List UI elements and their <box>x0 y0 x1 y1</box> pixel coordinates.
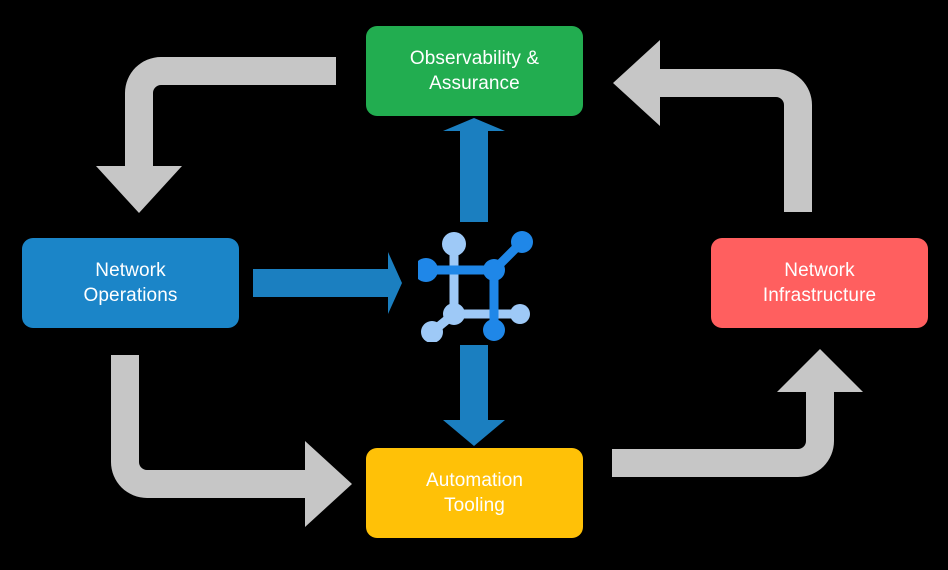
blue-arrow-center-to-automation <box>443 345 505 446</box>
gray-arrow-automation-to-infrastructure <box>612 349 863 477</box>
gray-arrow-infrastructure-to-observability <box>613 40 812 212</box>
node-observability-label: Observability & Assurance <box>409 47 540 94</box>
network-topology-icon <box>418 231 533 342</box>
gray-arrow-operations-to-automation <box>111 355 352 527</box>
blue-arrow-operations-to-center <box>253 252 402 314</box>
node-network-operations[interactable]: Network Operations <box>22 238 239 328</box>
node-operations-label: Network Operations <box>83 259 178 306</box>
node-network-infrastructure[interactable]: Network Infrastructure <box>711 238 928 328</box>
network-icon-nodes <box>418 231 533 342</box>
network-icon-edges <box>421 237 527 337</box>
node-infrastructure-label: Network Infrastructure <box>762 259 877 306</box>
blue-arrow-center-to-observability <box>443 118 505 222</box>
node-automation-label: Automation Tooling <box>425 469 524 516</box>
node-automation-tooling[interactable]: Automation Tooling <box>366 448 583 538</box>
node-observability-assurance[interactable]: Observability & Assurance <box>366 26 583 116</box>
gray-arrow-observability-to-operations <box>96 57 336 213</box>
